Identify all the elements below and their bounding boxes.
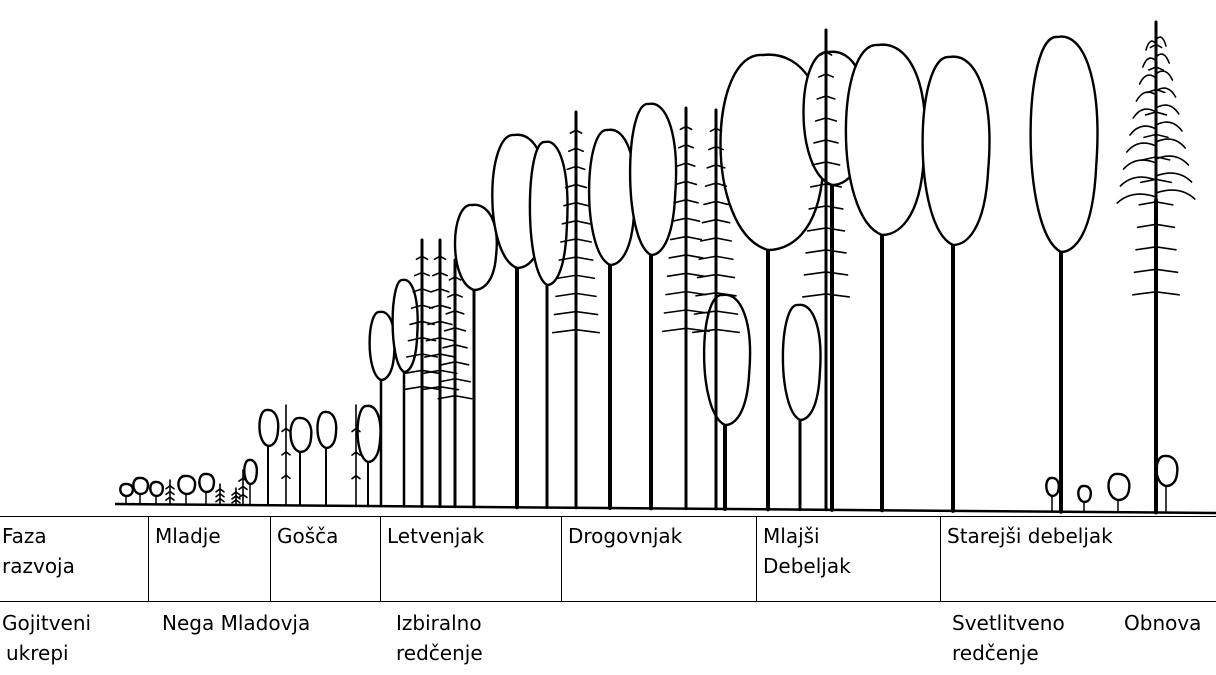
spruce-branch-right: [1156, 88, 1176, 97]
tree-crown: [133, 478, 148, 494]
tree-crown: [1046, 478, 1059, 496]
measure-selective-thinning-line-2: redčenje: [396, 638, 483, 668]
tree-crown: [150, 482, 163, 496]
measures-header: Gojitveni ukrepi: [2, 608, 91, 668]
tree-crown: [846, 45, 925, 235]
phase-drogovnjak-label: Drogovnjak: [568, 521, 756, 551]
phase-mlajsi-debeljak: Mlajši Debeljak: [756, 517, 940, 601]
tree-crown: [120, 484, 133, 496]
tree-crown: [393, 280, 418, 372]
spruce-branch-right: [1156, 156, 1188, 165]
phase-header-line-1: Faza: [2, 521, 148, 551]
phase-mladje-label: Mladje: [155, 521, 270, 551]
spruce-branch-left: [1117, 194, 1156, 203]
forest-development-illustration: [0, 0, 1216, 520]
spruce-branch-left: [1140, 75, 1156, 84]
phase-header-cell: Faza razvoja: [0, 517, 148, 601]
phase-gosca: Gošča: [270, 517, 380, 601]
phase-mladje: Mladje: [148, 517, 270, 601]
tree-crown: [199, 474, 214, 492]
measure-young-care: Nega Mladovja: [162, 608, 310, 638]
phase-mlajsi-debeljak-line-1: Mlajši: [763, 521, 940, 551]
tree-crown: [923, 57, 990, 245]
tree-crown: [370, 312, 395, 380]
tree-crown: [530, 142, 568, 285]
phase-starejsi-debeljak: Starejši debeljak: [940, 517, 1216, 601]
tree-crown: [1109, 474, 1130, 500]
spruce-branch-left: [1143, 58, 1156, 67]
phase-letvenjak-label: Letvenjak: [387, 521, 561, 551]
spruce-branch-right: [1156, 71, 1172, 80]
tree-crown: [589, 130, 635, 265]
tree-crown: [317, 412, 336, 448]
tree-crown: [630, 104, 676, 255]
spruce-branch-right: [1156, 139, 1185, 148]
phase-starejsi-debeljak-label: Starejši debeljak: [947, 521, 1216, 551]
measures-header-line-2: ukrepi: [2, 638, 91, 668]
measure-renewal: Obnova: [1124, 608, 1201, 638]
phase-header-line-2: razvoja: [2, 551, 148, 581]
spruce-branch-left: [1136, 92, 1156, 101]
spruce-branch-right: [1156, 54, 1169, 63]
spruce-branch-right: [1156, 190, 1195, 199]
measure-light-thinning-line-2: redčenje: [952, 638, 1065, 668]
tree-crown: [259, 410, 278, 446]
tree-silhouettes: [120, 22, 1195, 513]
spruce-branch-left: [1120, 177, 1156, 186]
measure-light-thinning-line-1: Svetlitveno: [952, 608, 1065, 638]
ground-line: [115, 504, 1216, 513]
development-phase-table: Faza razvoja Mladje Gošča Letvenjak Drog…: [0, 516, 1216, 602]
tree-crown: [358, 406, 381, 462]
tree-crown: [1157, 456, 1178, 486]
tree-crown: [291, 418, 312, 452]
measures-header-line-1: Gojitveni: [2, 608, 91, 638]
phase-mlajsi-debeljak-line-2: Debeljak: [763, 551, 940, 581]
tree-crown: [704, 295, 750, 425]
phase-letvenjak: Letvenjak: [380, 517, 561, 601]
tree-crown: [178, 476, 195, 494]
tree-crown: [1078, 486, 1091, 502]
tree-crown: [455, 205, 497, 290]
spruce-branch-left: [1127, 143, 1156, 152]
tree-crown: [783, 305, 821, 420]
measure-selective-thinning: Izbiralno redčenje: [396, 608, 483, 668]
measure-selective-thinning-line-1: Izbiralno: [396, 608, 483, 638]
spruce-branch-right: [1156, 122, 1182, 131]
silvicultural-measures-row: Gojitveni ukrepi Nega Mladovja Izbiralno…: [0, 602, 1216, 675]
phase-drogovnjak: Drogovnjak: [561, 517, 756, 601]
tree-crown: [1031, 37, 1098, 252]
spruce-branch-left: [1130, 126, 1156, 135]
phase-gosca-label: Gošča: [277, 521, 380, 551]
spruce-branch-left: [1124, 160, 1156, 169]
measure-light-thinning: Svetlitveno redčenje: [952, 608, 1065, 668]
